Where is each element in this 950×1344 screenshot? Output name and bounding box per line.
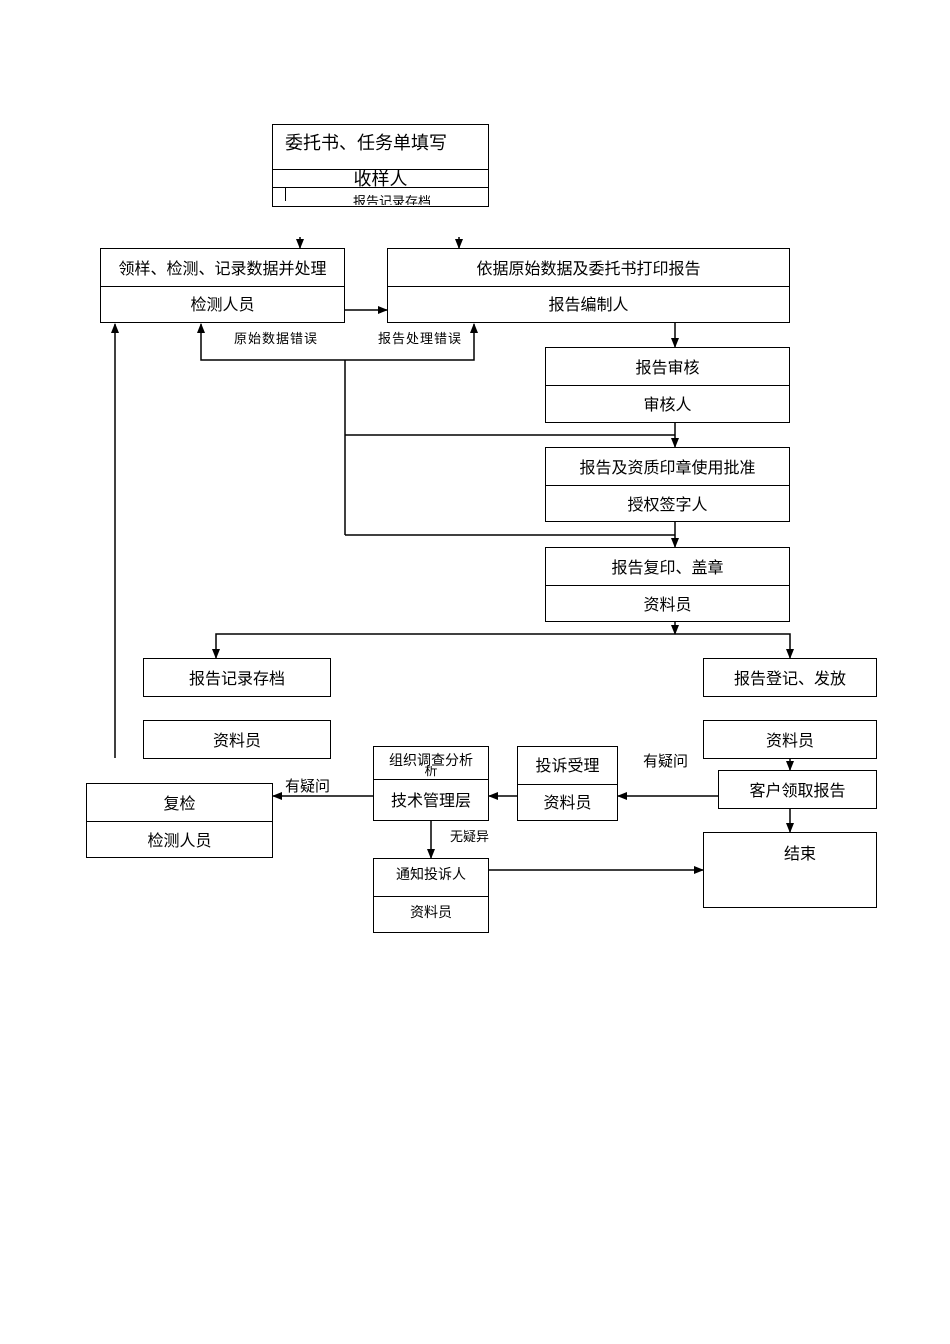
node-recheck-role: 检测人员 [147,831,212,850]
node-approve-role: 授权签字人 [627,495,708,514]
node-issue-title: 报告登记、发放 [733,669,846,688]
label-doubt-investigate: 有疑问 [285,777,331,795]
arrow-report-error [345,323,478,361]
node-complaint: 投诉受理 资料员 [517,746,618,821]
node-notify-role: 资料员 [410,905,452,921]
node-entrust: 委托书、任务单填写 收样人 报告记录存档 [272,124,489,207]
node-issue-role: 资料员 [765,731,814,750]
node-stamp-role: 资料员 [643,595,692,614]
node-archive-role-box: 资料员 [143,720,331,759]
node-entrust-role: 收样人 [353,169,408,190]
node-archive: 报告记录存档 [143,658,331,697]
node-approve: 报告及资质印章使用批准 授权签字人 [545,447,790,522]
node-test-role: 检测人员 [190,295,255,314]
node-issue-role-box: 资料员 [703,720,877,759]
node-investigate-title: 组织调查分析 [389,753,473,769]
node-entrust-title: 委托书、任务单填写 [285,133,447,154]
node-compile-role: 报告编制人 [548,295,629,314]
node-complaint-title: 投诉受理 [535,756,600,775]
node-archive-role: 资料员 [212,731,261,750]
node-issue: 报告登记、发放 [703,658,877,697]
label-raw-error: 原始数据错误 [234,332,319,347]
node-stamp: 报告复印、盖章 资料员 [545,547,790,622]
node-investigate: 组织调查分析 析 技术管理层 [373,746,489,821]
node-investigate-role: 技术管理层 [390,791,471,810]
node-recheck-title: 复检 [163,794,196,813]
node-complaint-role: 资料员 [543,793,592,812]
node-archive-title: 报告记录存档 [188,669,285,688]
node-client-pickup-title: 客户领取报告 [749,781,846,800]
node-stamp-title: 报告复印、盖章 [611,558,724,577]
node-client-pickup: 客户领取报告 [718,770,877,809]
label-no-doubt: 无疑异 [450,830,490,845]
label-doubt-client: 有疑问 [643,752,689,770]
arrow-to-issue [675,633,794,659]
arrow-to-archive [212,633,675,659]
node-investigate-title-overflow: 析 [424,766,438,779]
node-end: 结束 [703,832,877,908]
node-review: 报告审核 审核人 [545,347,790,423]
node-notify: 通知投诉人 资料员 [373,858,489,933]
node-entrust-overflow: 报告记录存档 [353,195,432,205]
node-notify-title: 通知投诉人 [396,867,466,883]
node-recheck: 复检 检测人员 [86,783,273,858]
node-review-role: 审核人 [643,395,692,414]
node-compile: 依据原始数据及委托书打印报告 报告编制人 [387,248,790,323]
label-report-error: 报告处理错误 [378,332,463,347]
node-test-title: 领样、检测、记录数据并处理 [118,259,327,278]
node-entrust-inner-bracket [285,187,476,201]
node-test: 领样、检测、记录数据并处理 检测人员 [100,248,345,323]
arrow-raw-error [197,323,345,361]
node-review-title: 报告审核 [635,358,700,377]
node-compile-title: 依据原始数据及委托书打印报告 [476,259,701,278]
node-approve-title: 报告及资质印章使用批准 [579,458,756,477]
node-end-title: 结束 [784,844,817,863]
